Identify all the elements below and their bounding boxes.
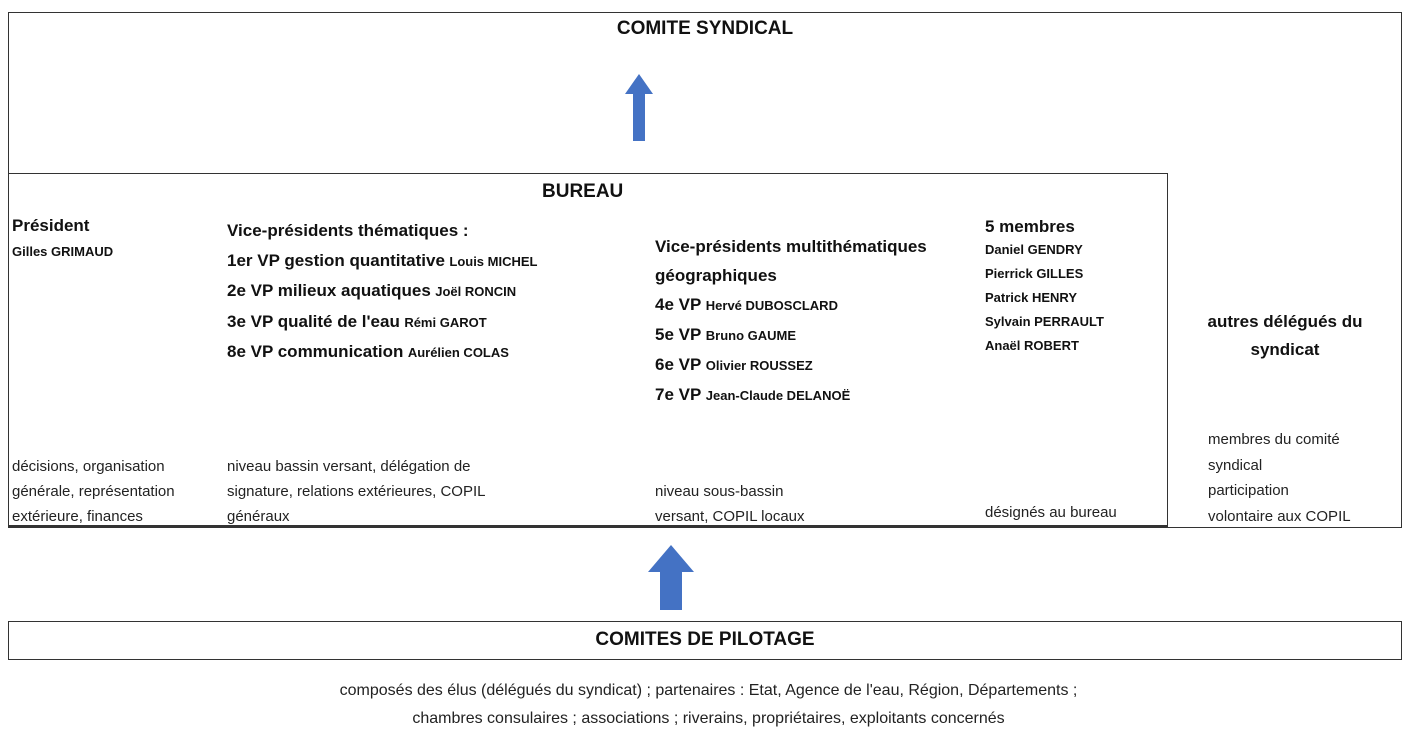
arrow-up-icon [625, 74, 653, 141]
arrow-up-icon [648, 545, 694, 610]
bureau-title: BUREAU [542, 181, 624, 202]
vp-role: 6e VP [655, 355, 702, 374]
description-line: versant, COPIL locaux [655, 508, 805, 525]
membre-name: Anaël ROBERT [985, 338, 1079, 353]
heading-line: syndicat [1250, 340, 1320, 359]
description-line: participation [1208, 482, 1289, 499]
comites-pilotage-box [8, 621, 1402, 660]
vp-role: 8e VP communication [227, 342, 404, 361]
vp-role: 7e VP [655, 385, 702, 404]
membres-description: désignés au bureau [985, 504, 1117, 521]
vp-thematiques: Vice-présidents thématiques : 1er VP ges… [227, 216, 537, 368]
autres-delegues-heading: autres délégués du syndicat [1205, 308, 1365, 364]
description-line: chambres consulaires ; associations ; ri… [412, 710, 1005, 727]
vp-name: Aurélien COLAS [407, 345, 509, 360]
vp-role: 2e VP milieux aquatiques [227, 281, 431, 300]
vp-name: Rémi GAROT [404, 314, 487, 330]
vp-name: Louis MICHEL [449, 253, 538, 269]
vp-thematiques-heading: Vice-présidents thématiques : [227, 221, 469, 240]
description-line: volontaire aux COPIL [1208, 507, 1351, 525]
description-line: signature, relations extérieures, COPIL [227, 483, 486, 500]
membre-name: Sylvain PERRAULT [985, 314, 1104, 329]
vp-name: Joël RONCIN [435, 284, 517, 299]
vp-name: Olivier ROUSSEZ [705, 358, 813, 373]
list-item: 3e VP qualité de l'eau Rémi GAROT [227, 307, 537, 338]
membre-name: Daniel GENDRY [985, 242, 1083, 257]
description-line: membres du comité [1208, 431, 1340, 448]
vp-multithematiques-heading: géographiques [655, 266, 777, 285]
list-item: 6e VP Olivier ROUSSEZ [655, 350, 927, 380]
vp-name: Hervé DUBOSCLARD [705, 298, 838, 313]
comite-syndical-title: COMITE SYNDICAL [616, 18, 794, 39]
description-line: composés des élus (délégués du syndicat)… [339, 682, 1078, 699]
list-item: 1er VP gestion quantitative Louis MICHEL [227, 246, 537, 277]
vp-multithematiques-heading: Vice-présidents multithématiques [655, 237, 927, 256]
vp-role: 4e VP [655, 295, 702, 314]
vp-name: Bruno GAUME [705, 328, 797, 343]
list-item: 5e VP Bruno GAUME [655, 320, 927, 350]
description-line: syndical [1208, 456, 1263, 474]
description-line: niveau bassin versant, délégation de [227, 458, 471, 475]
membres: 5 membres Daniel GENDRY Pierrick GILLES … [985, 216, 1104, 358]
vp-name: Jean-Claude DELANOË [705, 388, 851, 403]
vp-multithematiques-description: niveau sous-bassin versant, COPIL locaux [655, 479, 805, 529]
description-line: généraux [227, 508, 290, 525]
description-line: niveau sous-bassin [655, 483, 784, 500]
president-heading: Président [12, 216, 90, 235]
list-item: 4e VP Hervé DUBOSCLARD [655, 290, 927, 320]
description-line: générale, représentation [12, 483, 175, 500]
autres-delegues-description: membres du comité syndical participation… [1208, 427, 1351, 529]
vp-role: 3e VP qualité de l'eau [227, 311, 400, 331]
list-item: 7e VP Jean-Claude DELANOË [655, 380, 927, 410]
description-line: extérieure, finances [12, 508, 143, 525]
president-description: décisions, organisation générale, représ… [12, 454, 175, 529]
membre-name: Patrick HENRY [985, 290, 1077, 305]
vp-role: 5e VP [655, 325, 702, 344]
heading-line: autres délégués du [1207, 312, 1363, 331]
list-item: 8e VP communication Aurélien COLAS [227, 337, 537, 368]
vp-multithematiques: Vice-présidents multithématiques géograp… [655, 232, 927, 410]
list-item: 2e VP milieux aquatiques Joël RONCIN [227, 276, 537, 307]
comites-pilotage-description: composés des élus (délégués du syndicat)… [0, 677, 1417, 733]
description-line: décisions, organisation [12, 458, 165, 475]
comites-pilotage-title: COMITES DE PILOTAGE [595, 629, 815, 650]
membres-heading: 5 membres [985, 217, 1075, 236]
vp-role: 1er VP gestion quantitative [227, 250, 445, 270]
vp-thematiques-description: niveau bassin versant, délégation de sig… [227, 454, 485, 529]
bureau-box [8, 173, 1168, 528]
membre-name: Pierrick GILLES [985, 266, 1084, 281]
president-name: Gilles GRIMAUD [12, 244, 114, 259]
